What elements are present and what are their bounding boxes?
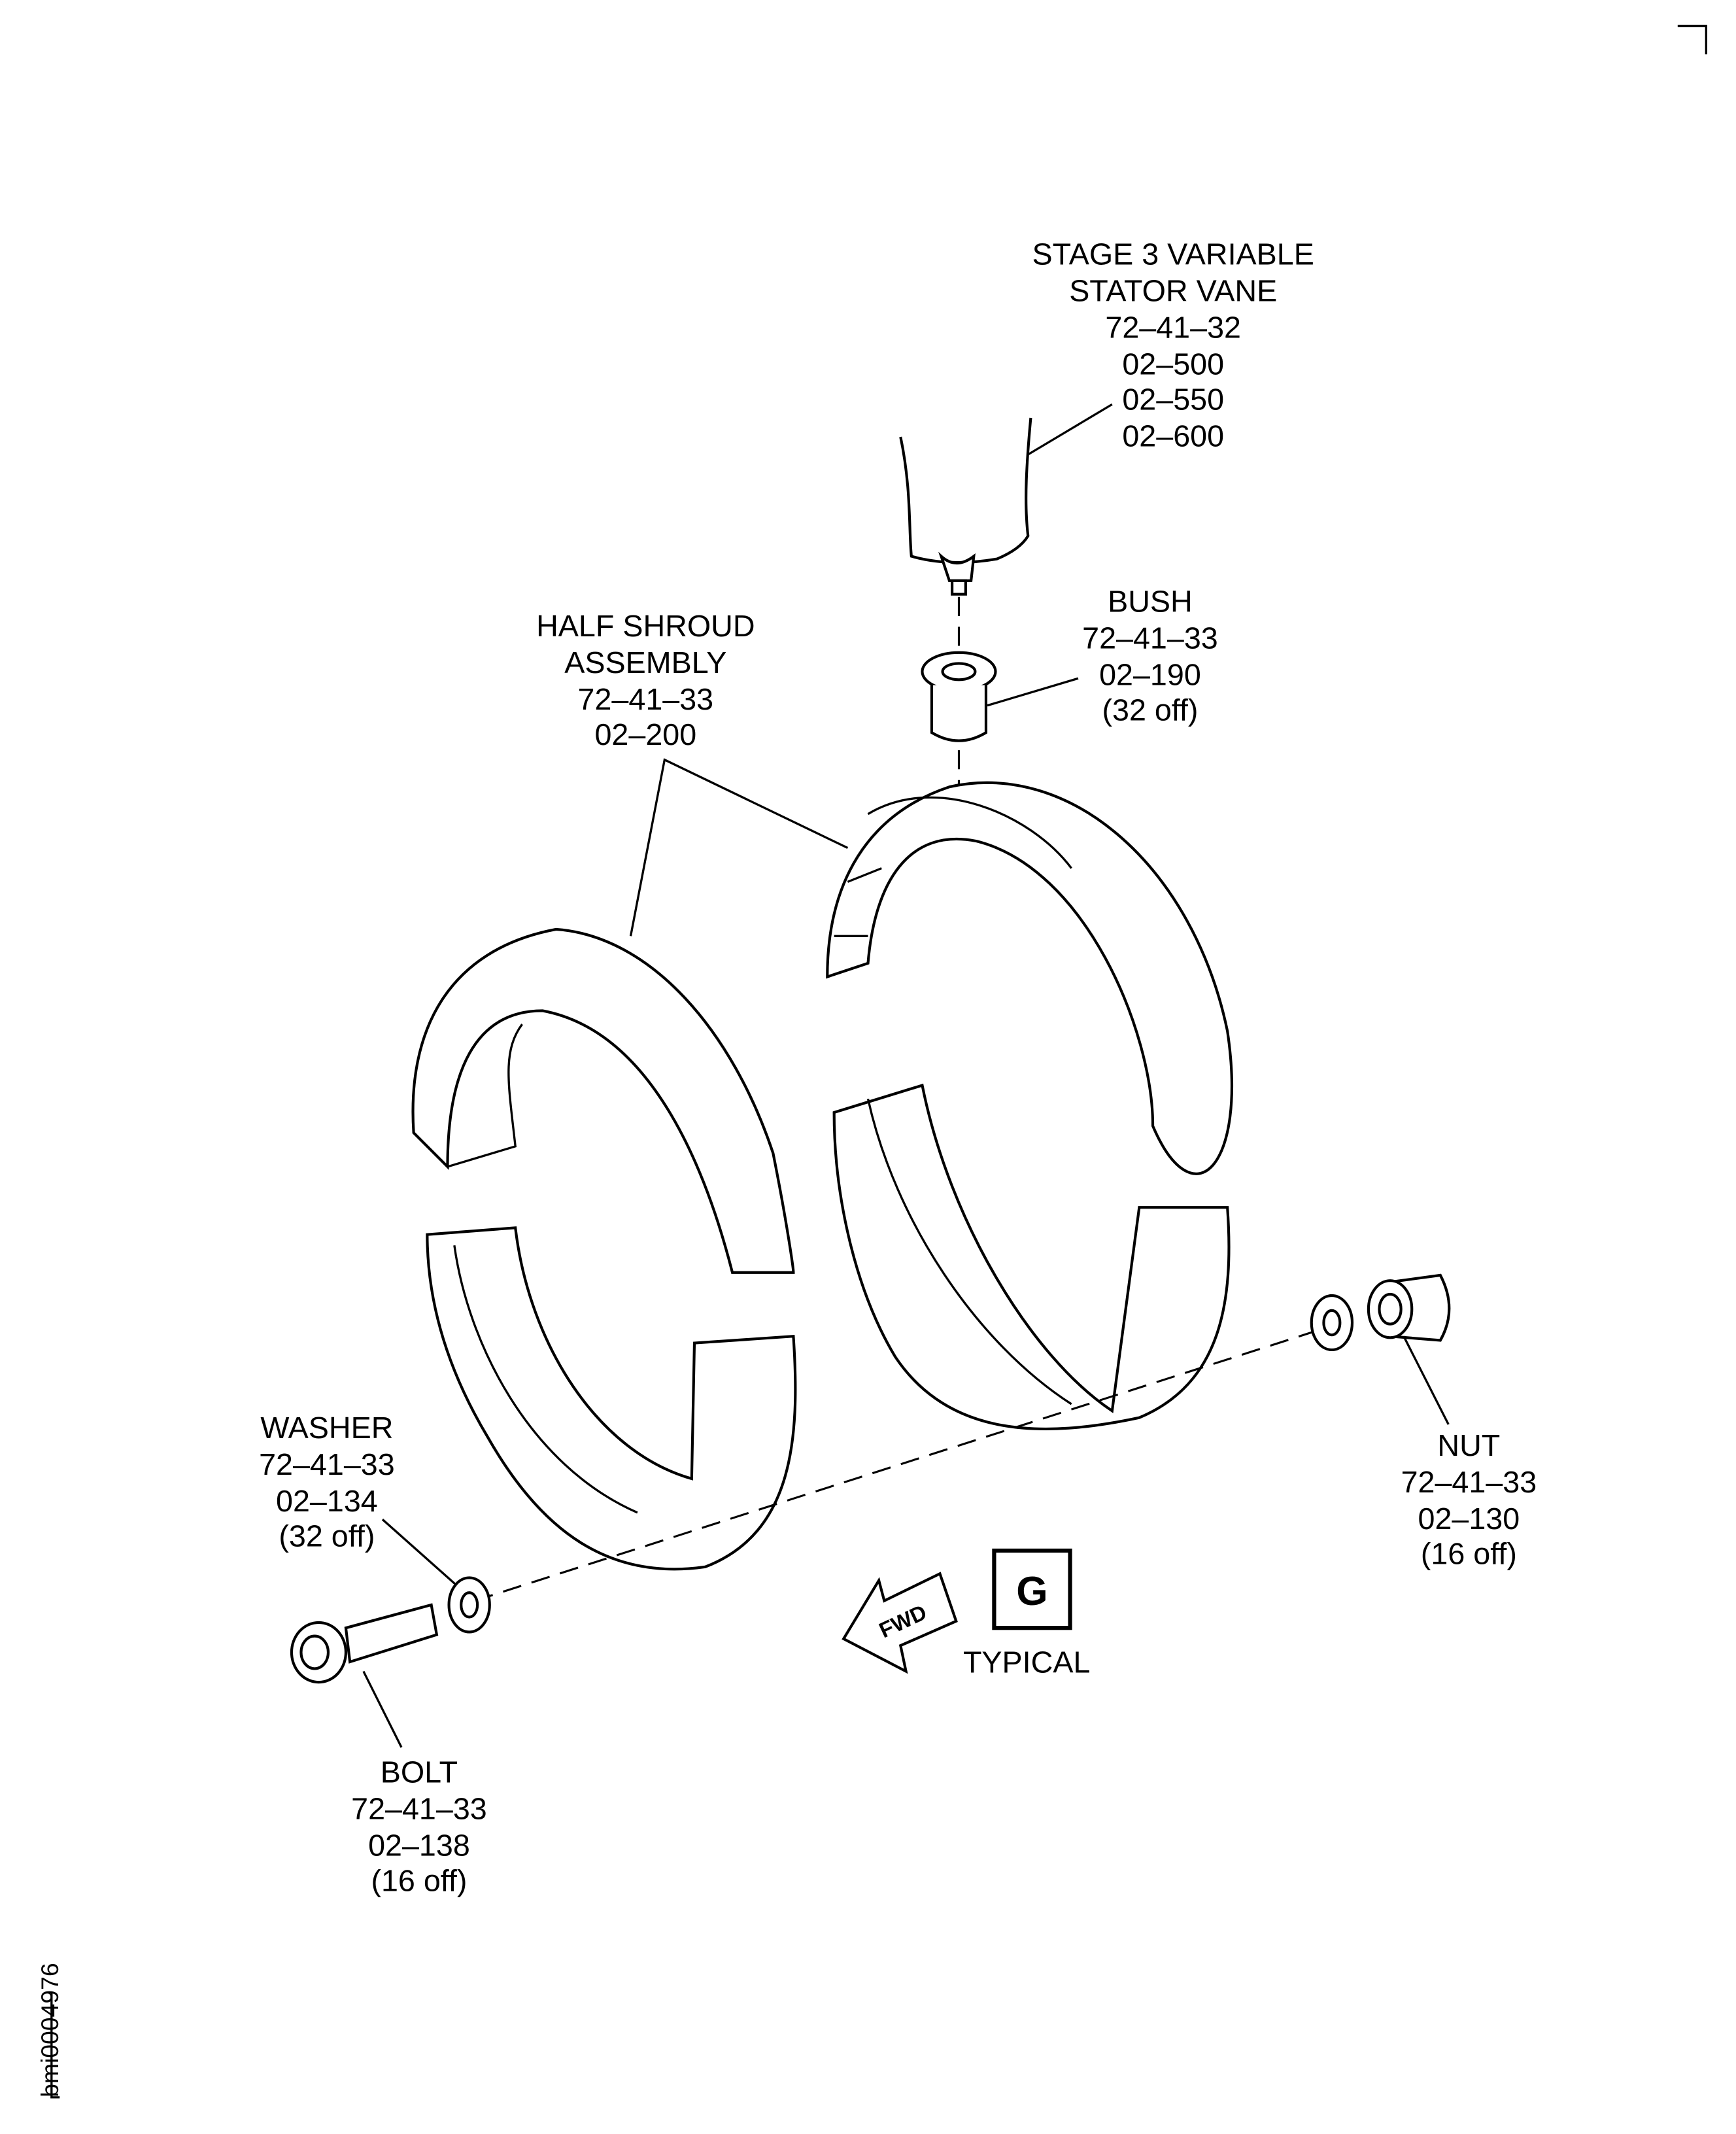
- svg-text:STAGE 3 VARIABLE: STAGE 3 VARIABLE: [1032, 237, 1314, 271]
- svg-text:STATOR VANE: STATOR VANE: [1069, 274, 1277, 308]
- label-bush: BUSH 72–41–33 02–190 (32 off): [1082, 585, 1218, 727]
- svg-text:02–138: 02–138: [368, 1829, 470, 1863]
- svg-text:72–41–33: 72–41–33: [259, 1447, 395, 1481]
- svg-text:HALF SHROUD: HALF SHROUD: [536, 609, 755, 643]
- svg-text:G: G: [1016, 1569, 1047, 1614]
- svg-text:72–41–32: 72–41–32: [1105, 311, 1241, 345]
- figure-id: bmi0004976: [36, 1963, 63, 2097]
- washer: [447, 1576, 491, 1634]
- leader-nut: [1403, 1335, 1450, 1425]
- label-half-shroud: HALF SHROUD ASSEMBLY 72–41–33 02–200: [536, 609, 755, 751]
- half-shroud-upper-left: [411, 927, 795, 1274]
- svg-text:NUT: NUT: [1437, 1428, 1500, 1462]
- svg-text:02–190: 02–190: [1099, 658, 1201, 692]
- svg-text:(32 off): (32 off): [1102, 693, 1198, 727]
- svg-text:02–550: 02–550: [1122, 383, 1224, 417]
- svg-text:02–200: 02–200: [594, 717, 696, 751]
- leader-washer: [381, 1519, 457, 1586]
- svg-text:02–500: 02–500: [1122, 347, 1224, 381]
- svg-text:TYPICAL: TYPICAL: [963, 1645, 1090, 1679]
- svg-text:72–41–33: 72–41–33: [1401, 1465, 1537, 1499]
- leader-half-shroud: [629, 758, 849, 937]
- svg-text:ASSEMBLY: ASSEMBLY: [564, 645, 726, 680]
- leader-bolt: [362, 1670, 403, 1748]
- svg-text:(16 off): (16 off): [371, 1864, 467, 1898]
- half-shroud-upper-right: [826, 781, 1233, 1175]
- svg-text:(16 off): (16 off): [1421, 1537, 1517, 1571]
- svg-text:02–130: 02–130: [1418, 1502, 1520, 1536]
- crop-mark: [1677, 24, 1708, 55]
- bush: [921, 651, 997, 742]
- leader-bush: [987, 677, 1079, 707]
- stator-vane: [899, 417, 1032, 596]
- svg-text:WASHER: WASHER: [260, 1411, 393, 1445]
- svg-text:BOLT: BOLT: [381, 1755, 458, 1789]
- bolt: [290, 1603, 439, 1684]
- label-stator-vane: STAGE 3 VARIABLE STATOR VANE 72–41–32 02…: [1032, 237, 1314, 453]
- svg-text:02–600: 02–600: [1122, 419, 1224, 453]
- nut-washer: [1310, 1294, 1354, 1352]
- figure-id-bracket: [50, 1991, 60, 2099]
- fwd-arrow: FWD: [842, 1572, 958, 1674]
- svg-text:72–41–33: 72–41–33: [351, 1792, 487, 1826]
- svg-text:72–41–33: 72–41–33: [578, 682, 714, 716]
- label-washer: WASHER 72–41–33 02–134 (32 off): [259, 1411, 395, 1553]
- view-marker: G TYPICAL: [963, 1548, 1090, 1679]
- svg-text:02–134: 02–134: [276, 1484, 378, 1518]
- svg-text:BUSH: BUSH: [1108, 585, 1193, 619]
- label-nut: NUT 72–41–33 02–130 (16 off): [1401, 1428, 1537, 1571]
- svg-text:72–41–33: 72–41–33: [1082, 621, 1218, 655]
- leader-stator-vane: [1027, 403, 1113, 456]
- svg-text:(32 off): (32 off): [279, 1519, 375, 1553]
- half-shroud-lower-right: [832, 1083, 1231, 1431]
- label-bolt: BOLT 72–41–33 02–138 (16 off): [351, 1755, 487, 1898]
- half-shroud-lower-left: [426, 1226, 797, 1571]
- nut: [1367, 1273, 1451, 1342]
